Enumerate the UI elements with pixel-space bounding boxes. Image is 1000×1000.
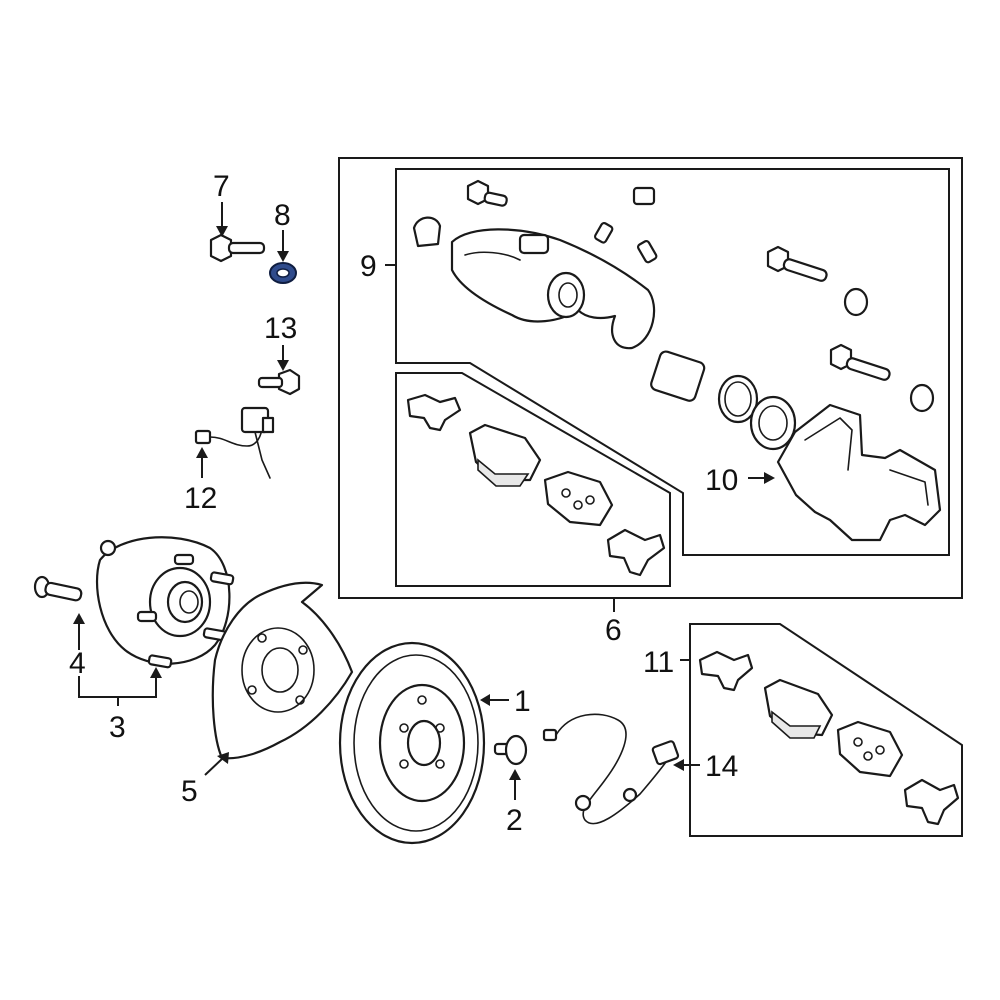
callout-1: 1 <box>514 685 531 718</box>
pad-clip-inner-1[interactable] <box>406 393 462 432</box>
bracket-bolts-part-9[interactable] <box>766 245 891 381</box>
callout-2: 2 <box>506 804 523 837</box>
dust-boot-part-9[interactable] <box>749 395 797 451</box>
callout-7: 7 <box>213 170 230 203</box>
hub-assembly-part-3[interactable] <box>95 536 235 669</box>
leader-lines <box>73 202 775 800</box>
callout-12: 12 <box>184 482 217 515</box>
sensor-harness-part-12[interactable] <box>194 406 275 479</box>
seal-ring-part-8[interactable] <box>269 262 297 284</box>
pad-kit-inner-box <box>395 372 671 587</box>
bolt-part-7[interactable] <box>209 233 266 263</box>
pad-clip-inner-2[interactable] <box>606 528 666 577</box>
callout-6: 6 <box>605 614 622 647</box>
callout-13: 13 <box>264 312 297 345</box>
brake-pad-outer-2[interactable] <box>836 720 904 778</box>
screw-part-2[interactable] <box>493 734 528 766</box>
callout-9: 9 <box>360 250 377 283</box>
brake-pad-outer-1[interactable] <box>763 678 834 739</box>
pin-boots-part-9[interactable] <box>843 287 935 413</box>
bleeder-screw-part-9[interactable] <box>593 186 658 264</box>
bleeder-cap-part-9[interactable] <box>412 216 442 248</box>
callout-8: 8 <box>274 199 291 232</box>
brake-pad-inner-2[interactable] <box>543 470 614 527</box>
dust-shield-part-5[interactable] <box>211 581 354 760</box>
piston-part-9[interactable] <box>650 350 706 402</box>
brake-pad-inner-1[interactable] <box>468 423 542 487</box>
caliper-subassembly-box <box>395 168 950 556</box>
callout-4: 4 <box>69 647 86 680</box>
callout-14: 14 <box>705 750 738 783</box>
pad-clip-outer-1[interactable] <box>698 650 754 692</box>
callout-11: 11 <box>643 646 674 679</box>
guide-pin-bolt-part-9[interactable] <box>466 179 508 207</box>
pad-clip-outer-2[interactable] <box>903 778 960 826</box>
bolt-part-13[interactable] <box>257 368 301 396</box>
pad-kit-outer-box <box>689 623 963 837</box>
caliper-assembly-box <box>338 157 963 599</box>
caliper-housing-part-9[interactable] <box>450 228 656 350</box>
caliper-bracket-part-10[interactable] <box>776 403 942 542</box>
callout-10: 10 <box>705 464 738 497</box>
callout-3: 3 <box>109 711 126 744</box>
brake-rotor-part-1[interactable] <box>338 641 486 845</box>
wheel-stud-part-4[interactable] <box>33 575 83 602</box>
speed-sensor-part-14[interactable] <box>542 713 680 825</box>
callout-5: 5 <box>181 775 198 808</box>
piston-seal-part-9[interactable] <box>717 374 759 424</box>
